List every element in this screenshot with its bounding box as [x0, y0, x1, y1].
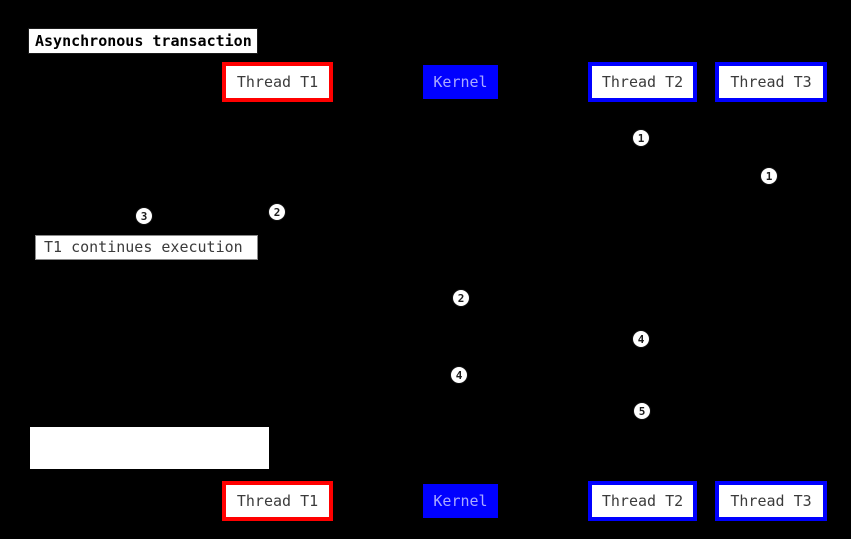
step-marker-1: 1 [632, 129, 650, 147]
step-marker-3: 3 [135, 207, 153, 225]
step-marker-1: 1 [760, 167, 778, 185]
empty-note-box [30, 427, 269, 469]
participant-thread-t2-bottom: Thread T2 [588, 481, 697, 521]
diagram-title: Asynchronous transaction [28, 28, 258, 54]
participant-thread-t3-bottom: Thread T3 [715, 481, 827, 521]
step-marker-4: 4 [450, 366, 468, 384]
participant-thread-t3-top: Thread T3 [715, 62, 827, 102]
participant-thread-t1-top: Thread T1 [222, 62, 333, 102]
step-marker-2: 2 [452, 289, 470, 307]
participant-kernel-top: Kernel [423, 65, 498, 99]
step-marker-5: 5 [633, 402, 651, 420]
step-marker-2: 2 [268, 203, 286, 221]
note-t1-continues-execution: T1 continues execution [35, 235, 258, 260]
participant-kernel-bottom: Kernel [423, 484, 498, 518]
step-marker-4: 4 [632, 330, 650, 348]
participant-thread-t1-bottom: Thread T1 [222, 481, 333, 521]
participant-thread-t2-top: Thread T2 [588, 62, 697, 102]
